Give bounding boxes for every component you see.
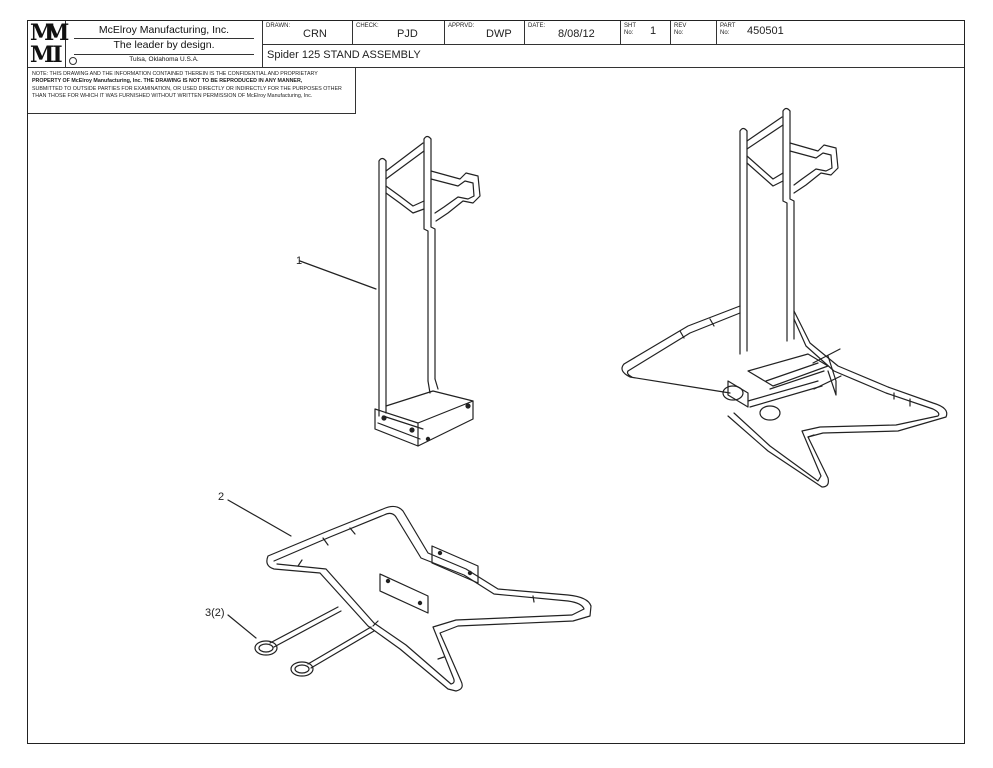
note-line-4: THAN THOSE FOR WHICH IT WAS FURNISHED WI…: [32, 92, 313, 99]
assembled-stand-view: [621, 107, 948, 488]
logo-letter-m: M: [30, 20, 54, 46]
sheet-number-cell: SHT No: 1: [621, 21, 671, 44]
rev-number-cell: REV No:: [671, 21, 717, 44]
callout-item-1: 1: [296, 255, 303, 267]
note-line-3: SUBMITTED TO OUTSIDE PARTIES FOR EXAMINA…: [32, 85, 342, 92]
drawing-sheet: M M MI McElroy Manufacturing, Inc. The l…: [27, 20, 965, 744]
date-cell: DATE: 8/08/12: [525, 21, 621, 44]
note-line-1: NOTE: THIS DRAWING AND THE INFORMATION C…: [32, 71, 318, 77]
title-block: M M MI McElroy Manufacturing, Inc. The l…: [28, 21, 964, 68]
sht-label: SHT: [624, 23, 636, 29]
sht-no-label: No:: [624, 30, 634, 36]
callout-item-2: 2: [218, 491, 225, 503]
drawing-description: Spider 125 STAND ASSEMBLY: [267, 49, 421, 61]
rev-no-label: No:: [674, 30, 684, 36]
check-label: CHECK:: [356, 23, 379, 29]
part-number-cell: PART No: 450501: [717, 21, 965, 44]
company-name: McElroy Manufacturing, Inc.: [98, 24, 230, 36]
company-block: McElroy Manufacturing, Inc. The leader b…: [66, 21, 263, 67]
rev-label: REV: [674, 23, 687, 29]
leader-line-3: [227, 614, 257, 639]
part-value: 450501: [747, 25, 784, 37]
part-no-label: No:: [720, 30, 730, 36]
mmi-logo: M M MI: [28, 20, 69, 68]
drawn-cell: DRAWN: CRN: [263, 21, 353, 44]
company-location: Tulsa, Oklahoma U.S.A.: [129, 56, 199, 63]
note-line-2: PROPERTY OF McElroy Manufacturing, Inc. …: [32, 78, 303, 85]
drawing-views: [227, 107, 948, 692]
check-cell: CHECK: PJD: [353, 21, 445, 44]
spider-base-part: [266, 505, 592, 692]
part-label: PART: [720, 23, 736, 29]
confidentiality-note: NOTE: THIS DRAWING AND THE INFORMATION C…: [28, 68, 356, 114]
date-label: DATE:: [528, 23, 546, 29]
leader-line-1: [299, 260, 377, 290]
logo-letters-mi: MI: [30, 42, 63, 68]
upright-frame-part: [374, 135, 481, 447]
apprvd-cell: APPRVD: DWP: [445, 21, 525, 44]
leader-line-2: [227, 499, 292, 537]
company-tagline: The leader by design.: [113, 39, 215, 51]
check-value: PJD: [397, 28, 418, 40]
apprvd-value: DWP: [486, 28, 512, 40]
drawn-label: DRAWN:: [266, 23, 291, 29]
registered-circle-icon: [69, 57, 77, 65]
drawn-value: CRN: [303, 28, 327, 40]
apprvd-label: APPRVD:: [448, 23, 475, 29]
callout-item-3: 3(2): [205, 607, 225, 619]
pins-part: [254, 606, 375, 677]
date-value: 8/08/12: [558, 28, 595, 40]
sht-value: 1: [650, 25, 657, 37]
logo-letter-m2: M: [45, 20, 69, 46]
